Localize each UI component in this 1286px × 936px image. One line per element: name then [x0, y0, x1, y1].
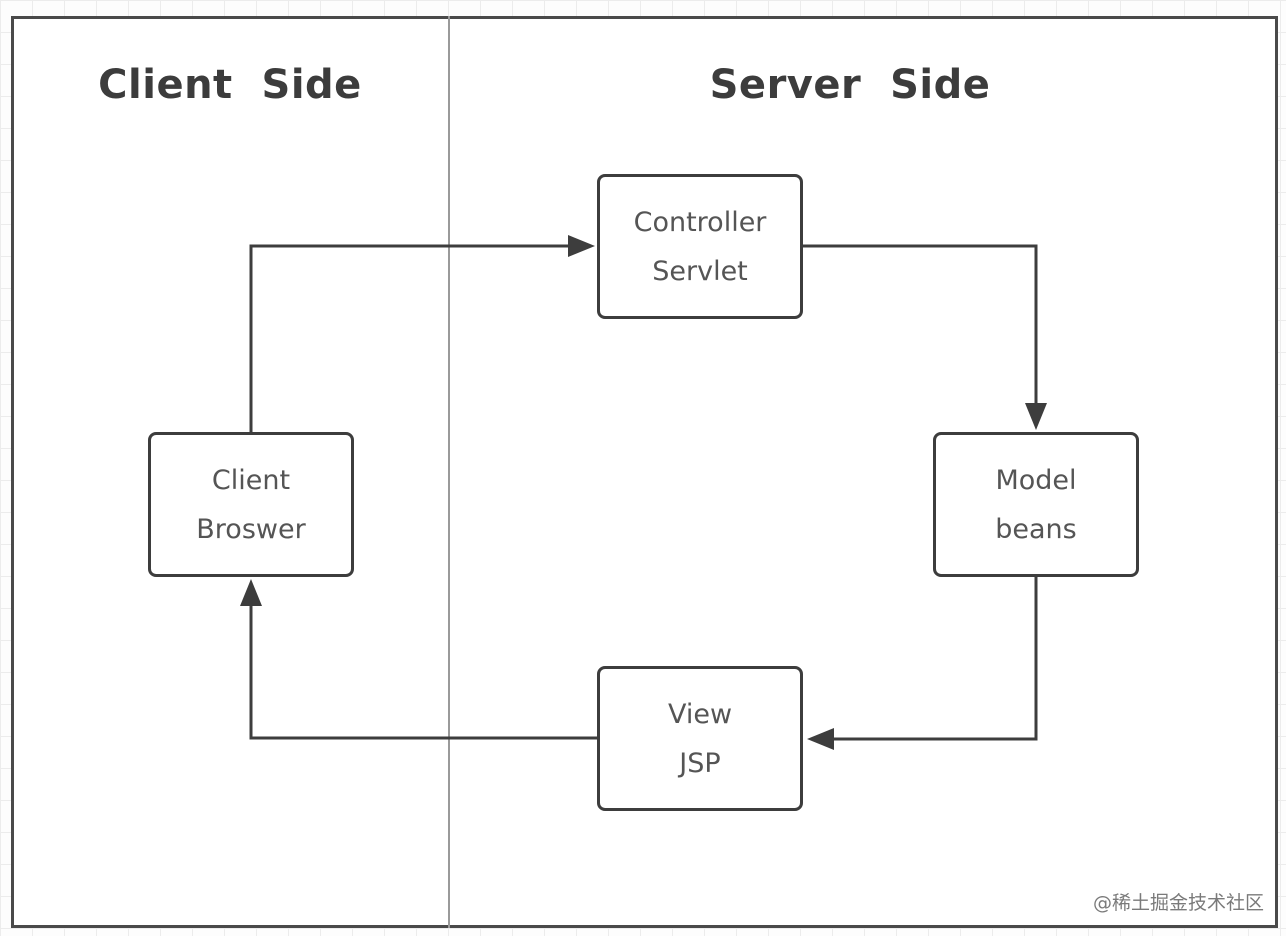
model-beans-node: Model beans	[933, 432, 1139, 577]
arrowhead-model-to-view	[807, 728, 834, 750]
client-side-title: Client Side	[98, 62, 362, 108]
arrow-client-to-controller	[249, 235, 595, 432]
view-node-sublabel: JSP	[679, 747, 721, 779]
arrow-view-to-client	[240, 579, 597, 740]
view-jsp-node: View JSP	[597, 666, 803, 811]
model-node-sublabel: beans	[995, 513, 1077, 545]
controller-node-label: Controller	[633, 206, 767, 238]
arrow-controller-to-model	[803, 244, 1047, 430]
client-browser-node: Client Broswer	[148, 432, 354, 577]
arrowhead-view-to-client	[240, 579, 262, 606]
server-side-title: Server Side	[709, 62, 991, 108]
watermark: @稀土掘金技术社区	[1092, 892, 1264, 914]
view-node-label: View	[667, 698, 733, 730]
client-node-sublabel: Broswer	[196, 513, 306, 545]
controller-node-sublabel: Servlet	[652, 255, 748, 287]
arrow-model-to-view	[807, 577, 1038, 750]
arrowhead-client-to-controller	[568, 235, 595, 257]
client-server-divider	[448, 16, 450, 928]
model-node-label: Model	[995, 464, 1077, 496]
client-node-label: Client	[211, 464, 291, 496]
controller-servlet-node: Controller Servlet	[597, 174, 803, 319]
arrowhead-controller-to-model	[1025, 403, 1047, 430]
